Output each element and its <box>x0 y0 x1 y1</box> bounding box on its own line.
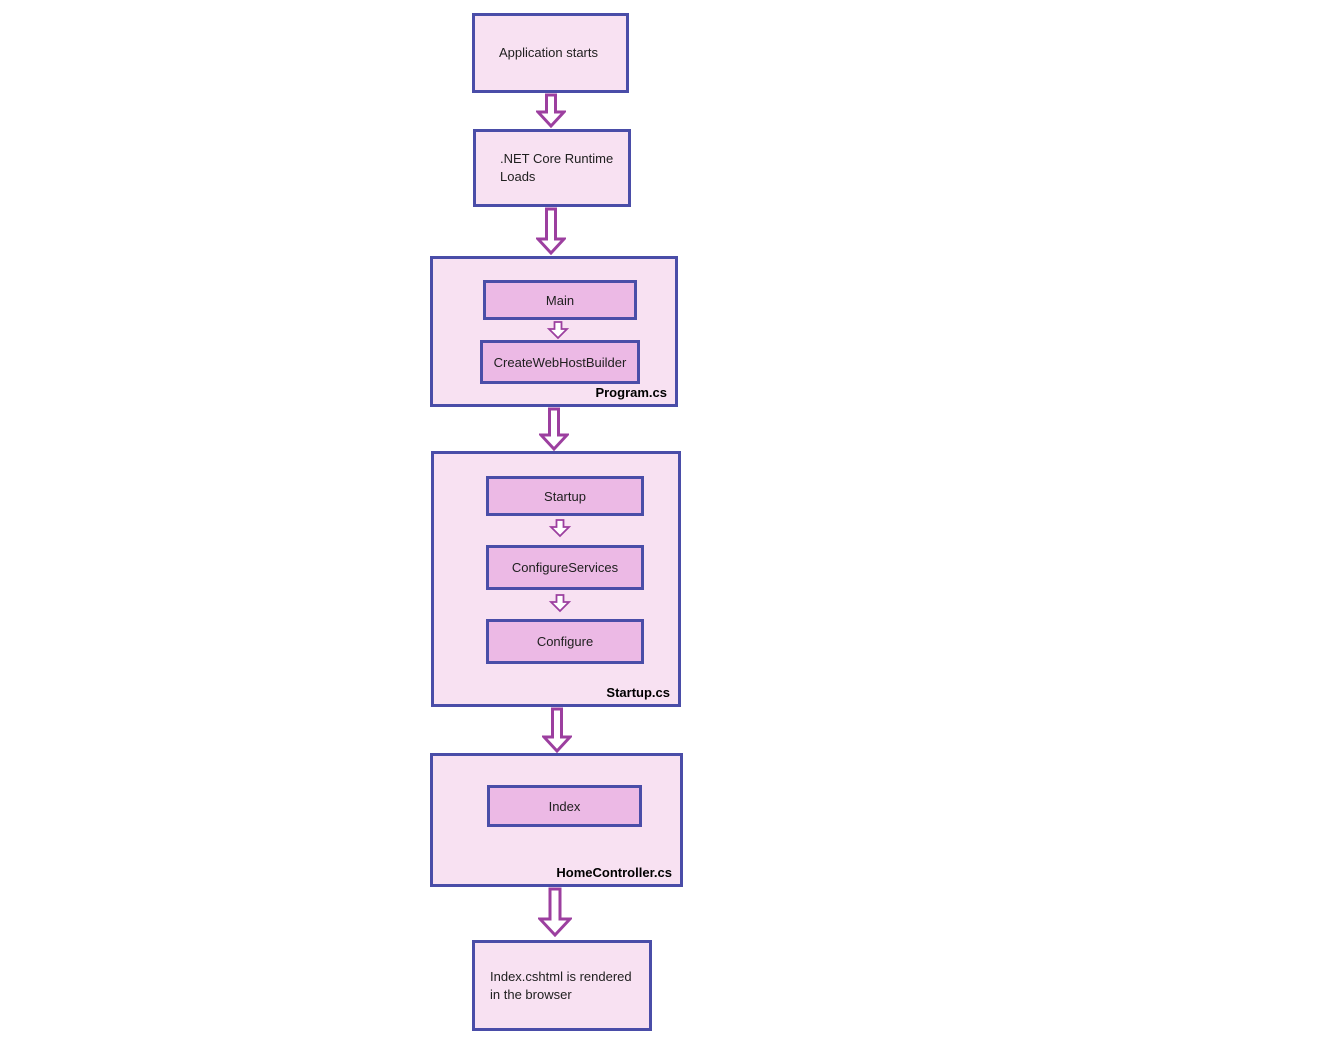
flow-down-arrow-icon <box>538 887 572 937</box>
group-homecontroller-cs: Index HomeController.cs <box>430 753 683 887</box>
flow-down-arrow-icon <box>536 207 566 255</box>
flow-down-arrow-icon <box>539 407 569 451</box>
flow-down-arrow-small-icon <box>548 594 572 613</box>
flow-down-arrow-icon <box>542 707 572 753</box>
flow-down-arrow-small-icon <box>546 321 570 340</box>
node-application-starts: Application starts <box>472 13 629 93</box>
flow-down-arrow-icon <box>536 93 566 128</box>
node-label-line: in the browser <box>490 986 572 1002</box>
node-runtime-loads: .NET Core Runtime Loads <box>473 129 631 207</box>
step-startup: Startup <box>486 476 644 516</box>
group-startup-cs: Startup ConfigureServices Configure Star… <box>431 451 681 707</box>
group-title-program-cs: Program.cs <box>595 385 667 400</box>
step-configure: Configure <box>486 619 644 664</box>
step-main: Main <box>483 280 637 320</box>
step-configureservices: ConfigureServices <box>486 545 644 590</box>
node-label-line: .NET Core Runtime <box>500 151 614 166</box>
node-index-rendered: Index.cshtml is rendered in the browser <box>472 940 652 1031</box>
flow-down-arrow-small-icon <box>548 519 572 538</box>
step-createwebhostbuilder: CreateWebHostBuilder <box>480 340 640 384</box>
group-title-startup-cs: Startup.cs <box>606 685 670 700</box>
step-index: Index <box>487 785 642 827</box>
node-label: Application starts <box>499 45 598 60</box>
group-program-cs: Main CreateWebHostBuilder Program.cs <box>430 256 678 407</box>
node-label-line: Loads <box>500 169 536 184</box>
group-title-homecontroller-cs: HomeController.cs <box>556 865 672 880</box>
node-label-line: Index.cshtml is rendered <box>490 968 632 984</box>
